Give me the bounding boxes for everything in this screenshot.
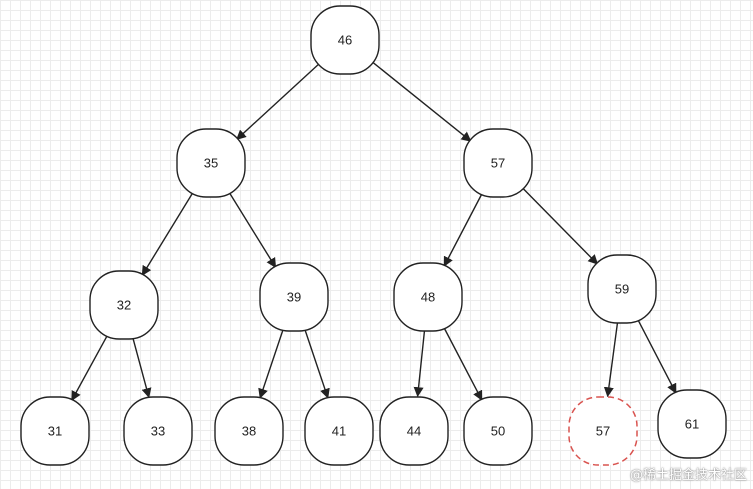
edge-n59-n61 <box>637 318 677 394</box>
tree-node-n61: 61 <box>657 389 727 459</box>
edge-n32-n31 <box>71 334 109 402</box>
node-circle <box>463 128 533 198</box>
tree-node-n57b: 57 <box>568 396 638 466</box>
tree-node-n48: 48 <box>393 262 463 332</box>
edges-layer <box>71 60 677 402</box>
edge-n32-n33 <box>132 337 152 399</box>
node-circle <box>20 396 90 466</box>
tree-node-n33: 33 <box>123 396 193 466</box>
edge-n57-n48 <box>443 192 483 267</box>
node-circle <box>657 389 727 459</box>
node-circle <box>123 396 193 466</box>
tree-node-n31: 31 <box>20 396 90 466</box>
node-label: 48 <box>421 289 435 304</box>
tree-node-n39: 39 <box>259 262 329 332</box>
node-label: 46 <box>338 32 352 47</box>
tree-node-n50: 50 <box>463 396 533 466</box>
node-label: 33 <box>151 423 165 438</box>
watermark-text: @稀土掘金技术社区 <box>629 468 747 483</box>
node-circle <box>587 254 657 324</box>
edge-n35-n39 <box>228 191 277 269</box>
node-circle <box>310 5 380 75</box>
node-circle <box>463 396 533 466</box>
node-label: 59 <box>615 281 629 296</box>
tree-node-n32: 32 <box>89 270 159 340</box>
node-circle <box>259 262 329 332</box>
tree-node-n41: 41 <box>304 396 374 466</box>
edge-n59-n57b <box>603 322 619 398</box>
node-label: 50 <box>491 423 505 438</box>
edge-n48-n50 <box>443 326 483 401</box>
node-label: 41 <box>332 423 346 438</box>
node-circle <box>89 270 159 340</box>
tree-node-n44: 44 <box>379 396 449 466</box>
node-label: 57 <box>596 423 610 438</box>
edge-n57-n59 <box>521 186 599 265</box>
edge-n35-n32 <box>141 191 194 277</box>
edge-n46-n35 <box>236 62 321 141</box>
node-circle <box>379 396 449 466</box>
tree-node-n38: 38 <box>214 396 284 466</box>
edge-n39-n41 <box>304 329 330 399</box>
node-label: 39 <box>287 289 301 304</box>
node-label: 57 <box>491 155 505 170</box>
node-label: 32 <box>117 297 131 312</box>
node-label: 31 <box>48 423 62 438</box>
tree-node-n57: 57 <box>463 128 533 198</box>
edge-n46-n57 <box>371 60 472 142</box>
tree-node-n35: 35 <box>176 128 246 198</box>
node-circle <box>304 396 374 466</box>
edge-n39-n38 <box>258 329 284 399</box>
node-circle <box>568 396 638 466</box>
node-label: 35 <box>204 155 218 170</box>
node-label: 44 <box>407 423 421 438</box>
edge-n48-n44 <box>413 330 426 398</box>
node-label: 61 <box>685 416 699 431</box>
tree-node-n46: 46 <box>310 5 380 75</box>
node-label: 38 <box>242 423 256 438</box>
tree-node-n59: 59 <box>587 254 657 324</box>
node-circle <box>393 262 463 332</box>
nodes-layer: 46 35 57 32 39 48 59 31 33 38 41 44 50 57 61 <box>20 5 727 466</box>
node-circle <box>214 396 284 466</box>
node-circle <box>176 128 246 198</box>
